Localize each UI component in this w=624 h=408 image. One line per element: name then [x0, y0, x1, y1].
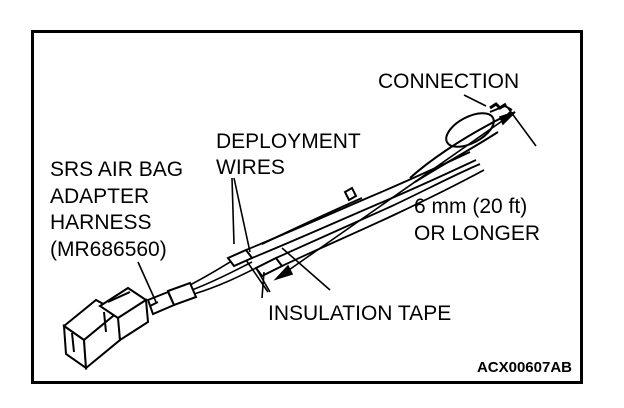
- figure-frame: [31, 30, 583, 384]
- label-srs-line4: (MR686560): [50, 238, 167, 261]
- wire-loop: [409, 104, 513, 183]
- label-srs-line2: ADAPTER: [50, 185, 149, 208]
- connection-twist: [489, 102, 507, 110]
- deployment-leaders: [231, 177, 251, 253]
- label-srs-line1: SRS AIR BAG: [50, 158, 183, 181]
- label-srs-line3: HARNESS: [50, 211, 152, 234]
- insulation-leaders: [245, 247, 331, 299]
- adapter-connector: [62, 286, 150, 371]
- label-deployment-line2: WIRES: [216, 156, 285, 179]
- label-deployment-line1: DEPLOYMENT: [216, 130, 361, 153]
- label-connection: CONNECTION: [378, 70, 519, 93]
- connection-leader: [463, 94, 487, 107]
- label-length-line2: OR LONGER: [414, 222, 540, 245]
- length-dimension: [255, 107, 537, 293]
- wire-bundle-tube: [343, 186, 358, 202]
- srs-leader: [137, 261, 157, 303]
- figure-code: ACX00607AB: [477, 359, 572, 376]
- label-length-line1: 6 mm (20 ft): [414, 195, 527, 218]
- label-insulation-tape: INSULATION TAPE: [268, 302, 451, 325]
